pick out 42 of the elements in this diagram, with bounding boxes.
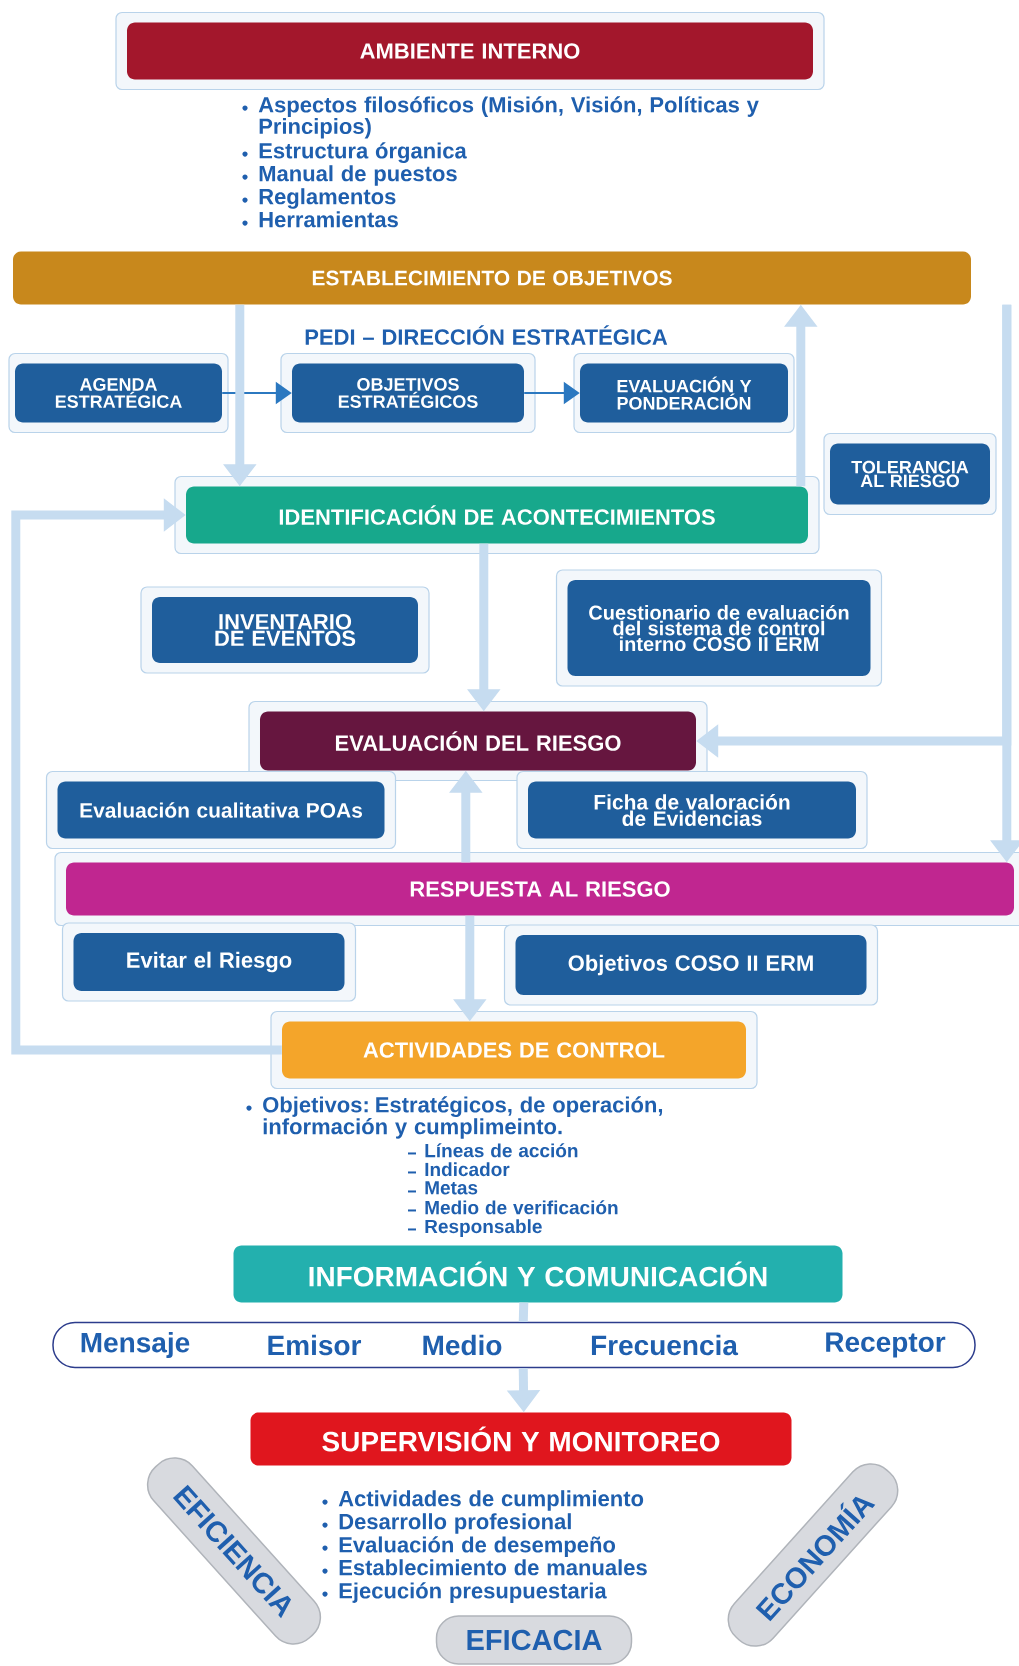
arrow <box>11 498 282 1055</box>
list-item: Indicador <box>407 1162 510 1177</box>
list-item: Líneas de acción <box>407 1143 578 1158</box>
list-item: Manual de puestos <box>242 165 457 186</box>
process-box: Evitar el Riesgo <box>61 922 357 1002</box>
process-box: Ficha de valoración de Evidencias <box>516 770 868 850</box>
list-item: Desarrollo profesional <box>322 1513 571 1534</box>
process-box: Objetivos COSO II ERM <box>503 924 879 1006</box>
list-item: Evaluación de desempeño <box>322 1536 616 1557</box>
heading-banner: IDENTIFICACIÓN DE ACONTECIMIENTOS <box>174 475 820 555</box>
section-heading: PEDI – DIRECCIÓN ESTRATÉGICA <box>305 325 668 345</box>
term-label: Medio <box>423 1334 502 1356</box>
process-box: AGENDA ESTRATÉGICA <box>8 352 229 434</box>
term-label: Emisor <box>268 1334 362 1356</box>
pill-label: EFICACIA <box>435 1615 633 1665</box>
list-item: Medio de verificación <box>407 1200 618 1215</box>
heading-banner: ESTABLECIMIENTO DE OBJETIVOS <box>13 251 971 305</box>
list-item: Establecimiento de manuales <box>322 1559 647 1576</box>
list-item: Ejecución presupuestaria <box>322 1582 607 1603</box>
heading-banner: INFORMACIÓN Y COMUNICACIÓN <box>233 1245 843 1303</box>
term-label: Receptor <box>826 1332 946 1358</box>
heading-banner: AMBIENTE INTERNO <box>115 11 825 91</box>
term-label: Frecuencia <box>591 1334 739 1356</box>
list-item: Estructura órganica <box>242 142 467 163</box>
list-item: Reglamentos <box>242 188 396 209</box>
process-box: EVALUACIÓN Y PONDERACIÓN <box>573 352 795 434</box>
heading-banner: EVALUACIÓN DEL RIESGO <box>248 700 708 782</box>
term-label: Mensaje <box>81 1331 190 1359</box>
process-box: OBJETIVOS ESTRATÉGICOS <box>280 352 536 434</box>
process-box: Cuestionario de evaluación del sistema de control interno COSO II ERM <box>555 569 883 687</box>
list-item: Metas <box>407 1181 478 1195</box>
list-item: Responsable <box>407 1219 542 1237</box>
heading-banner: SUPERVISIÓN Y MONITOREO <box>250 1412 792 1466</box>
heading-banner: RESPUESTA AL RIESGO <box>54 851 1019 927</box>
process-box: INVENTARIO DE EVENTOS <box>140 586 430 674</box>
list-item: Objetivos: Estratégicos, de operación, información y cumplimeinto. <box>246 1096 662 1139</box>
process-box: Evaluación cualitativa POAs <box>45 770 397 850</box>
list-item: Aspectos filosóficos (Misión, Visión, Políticas y Principios) <box>242 96 759 139</box>
process-box: TOLERANCIA AL RIESGO <box>823 432 997 516</box>
list-item: Actividades de cumplimiento <box>322 1490 644 1511</box>
list-item: Herramientas <box>242 211 398 228</box>
heading-banner: ACTIVIDADES DE CONTROL <box>270 1010 758 1090</box>
